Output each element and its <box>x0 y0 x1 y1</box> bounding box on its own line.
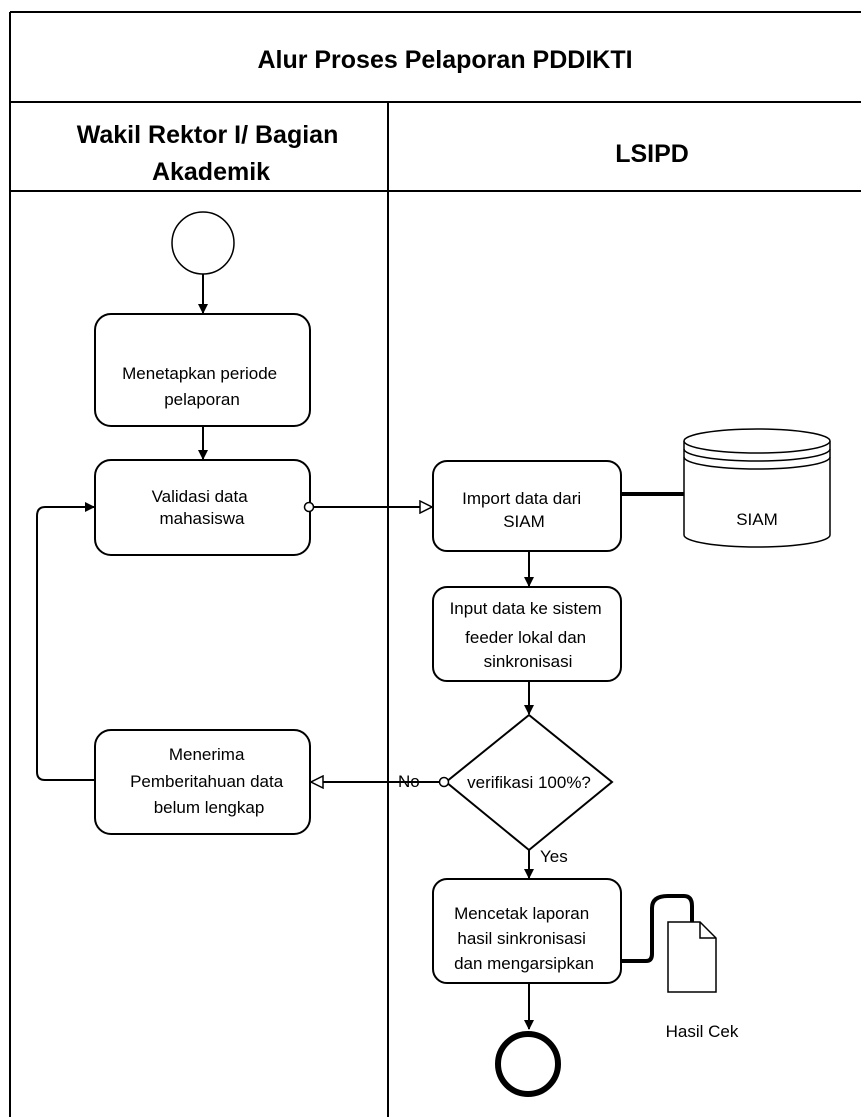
lane-header-lsipd: LSIPD <box>615 140 689 168</box>
edge-label-yes: Yes <box>540 847 568 866</box>
document-fold-icon <box>699 922 716 939</box>
task-import-data-line1: Import data dari <box>462 489 581 508</box>
task-mencetak-laporan-box <box>432 878 622 984</box>
diagram-frame <box>9 11 861 1117</box>
document-hasil-cek-label: Hasil Cek <box>666 1022 739 1041</box>
message-flow-start-marker <box>303 501 315 513</box>
task-import-data: Import data dari SIAM <box>432 460 622 552</box>
task-menerima-pemberitahuan-label: Menerima Pemberitahuan data belum lengka… <box>130 745 288 817</box>
data-store-siam: SIAM <box>683 428 831 548</box>
data-store-siam-label: SIAM <box>736 510 778 529</box>
task-mencetak-laporan-line2: hasil sinkronisasi <box>457 929 586 948</box>
task-input-data-line1: Input data ke sistem <box>450 599 602 618</box>
task-menerima-pemberitahuan-line1: Menerima <box>169 745 245 764</box>
task-mencetak-laporan-line1: Mencetak laporan <box>454 904 589 923</box>
task-menerima-pemberitahuan-line3: belum lengkap <box>154 798 265 817</box>
flow-menerima-back-to-validasi <box>36 502 95 781</box>
edge-label-no: No <box>398 772 420 791</box>
message-flow-no-marker <box>438 776 450 788</box>
data-store-siam-band-2 <box>683 456 831 470</box>
task-mencetak-laporan-line3: dan mengarsipkan <box>454 954 594 973</box>
task-input-data-label: Input data ke sistem feeder lokal dan si… <box>450 599 607 671</box>
task-menetapkan-periode-label: Menetapkan periode pelaporan <box>122 364 282 409</box>
task-input-data: Input data ke sistem feeder lokal dan si… <box>432 586 622 682</box>
lane-header-wakil-rektor-line2: Akademik <box>152 158 270 186</box>
task-menetapkan-periode: Menetapkan periode pelaporan <box>94 313 311 427</box>
task-input-data-box <box>432 586 622 682</box>
task-menerima-pemberitahuan-line2: Pemberitahuan data <box>130 772 284 791</box>
task-input-data-line2: feeder lokal dan <box>465 628 586 647</box>
task-menetapkan-periode-line1: Menetapkan periode <box>122 364 277 383</box>
data-store-siam-band-1 <box>683 448 831 462</box>
end-event <box>495 1031 561 1097</box>
document-icon <box>667 921 717 993</box>
lane-header-wakil-rektor-line1: Wakil Rektor I/ Bagian <box>77 121 339 149</box>
gateway-verifikasi-label: verifikasi 100%? <box>467 773 591 792</box>
lane-header-wakil-rektor: Wakil Rektor I/ Bagian Akademik <box>77 121 346 186</box>
start-event <box>171 211 235 275</box>
task-mencetak-laporan-label: Mencetak laporan hasil sinkronisasi dan … <box>454 904 594 973</box>
gateway-verifikasi: verifikasi 100%? <box>444 713 614 852</box>
task-import-data-box <box>432 460 622 552</box>
task-input-data-line3: sinkronisasi <box>484 652 573 671</box>
task-menetapkan-periode-line2: pelaporan <box>164 390 240 409</box>
task-validasi-data: Validasi data mahasiswa <box>94 459 311 556</box>
task-mencetak-laporan: Mencetak laporan hasil sinkronisasi dan … <box>432 878 622 984</box>
association-mencetak-to-document <box>621 894 694 963</box>
task-validasi-data-line2: mahasiswa <box>159 509 245 528</box>
document-hasil-cek: Hasil Cek <box>666 921 739 1041</box>
data-store-siam-top <box>683 428 831 454</box>
task-validasi-data-box <box>94 459 311 556</box>
task-validasi-data-label: Validasi data mahasiswa <box>152 487 253 528</box>
task-import-data-label: Import data dari SIAM <box>462 489 586 531</box>
diagram-title: Alur Proses Pelaporan PDDIKTI <box>257 46 632 74</box>
task-validasi-data-line1: Validasi data <box>152 487 249 506</box>
task-import-data-line2: SIAM <box>503 512 545 531</box>
task-menerima-pemberitahuan: Menerima Pemberitahuan data belum lengka… <box>94 729 311 835</box>
flow-connectors <box>36 274 694 1030</box>
